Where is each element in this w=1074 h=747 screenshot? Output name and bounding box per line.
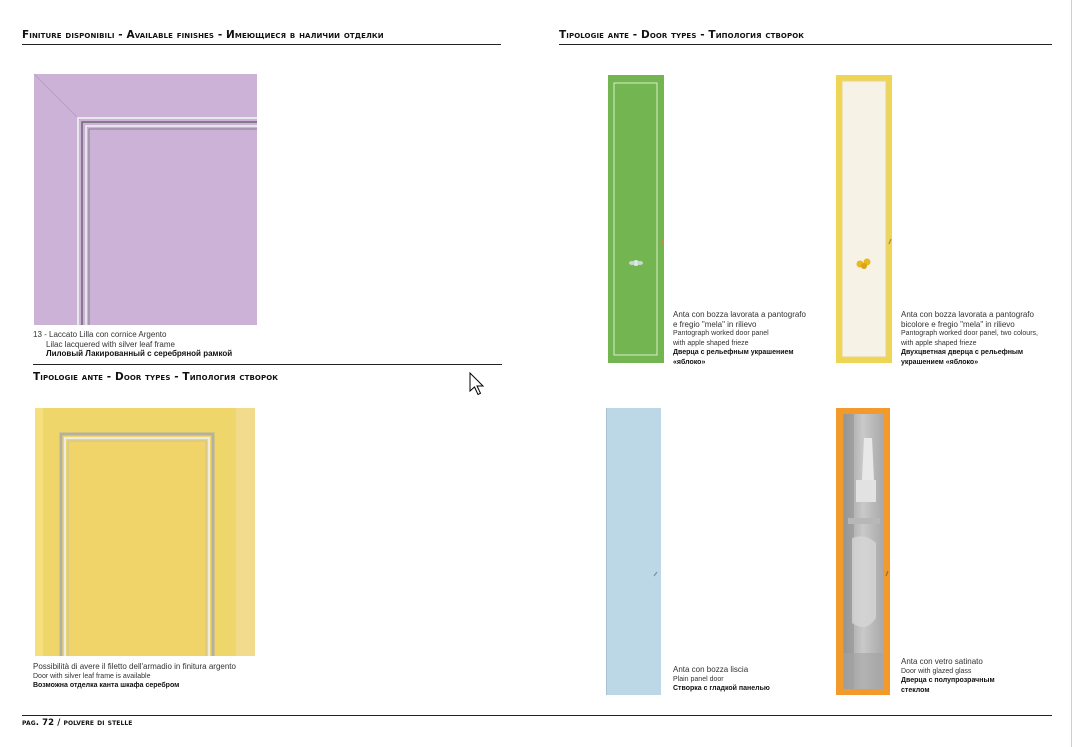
door1-it1: Anta con bozza lavorata a pantografo: [673, 310, 806, 319]
door1-it2: e fregio "mela" in rilievo: [673, 319, 757, 329]
right-section-header: Tipologie ante - Door types - Типология …: [559, 29, 805, 41]
door2-it1: Anta con bozza lavorata a pantografo: [901, 310, 1034, 319]
door1-caption: Anta con bozza lavorata a pantografo e f…: [673, 310, 806, 367]
door4-caption: Anta con vetro satinato Door with glazed…: [901, 657, 995, 695]
mouse-cursor-icon: [469, 372, 485, 396]
finish2-ru: Возможна отделка канта шкафа серебром: [33, 682, 180, 689]
finish1-number: 13 -: [33, 330, 47, 339]
door3-en: Plain panel door: [673, 675, 724, 683]
door2-ru2: украшением «яблоко»: [901, 358, 979, 366]
lilac-finish-swatch: [34, 74, 257, 325]
door-glazed-orange: [836, 408, 890, 695]
door-bicolour-apple: [836, 75, 892, 363]
door1-en2: with apple shaped frieze: [673, 339, 749, 347]
door1-ru1: Дверца с рельефным украшением: [673, 349, 794, 356]
door4-ru1: Дверца с полупрозрачным: [901, 677, 995, 684]
left-section-header: Finiture disponibili - Available finishe…: [22, 29, 384, 41]
footer-rule: [22, 715, 1052, 716]
finish2-caption: Possibilità di avere il filetto dell'arm…: [33, 662, 236, 691]
yellow-finish-swatch: [35, 408, 255, 656]
door2-en1: Pantograph worked door panel, two colour…: [901, 330, 1038, 337]
door2-caption: Anta con bozza lavorata a pantografo bic…: [901, 310, 1038, 367]
door3-it: Anta con bozza liscia: [673, 665, 749, 674]
door1-ru2: «яблоко»: [673, 358, 706, 366]
finish1-en: Lilac lacquered with silver leaf frame: [46, 339, 175, 349]
door-glazed-panel: [843, 414, 889, 689]
left-header-rule: [22, 44, 501, 45]
door1-en1: Pantograph worked door panel: [673, 330, 769, 337]
door-green-apple: [608, 75, 664, 363]
mid-rule: [33, 364, 502, 365]
door-plain-panel: [606, 408, 658, 695]
door-green-panel: [613, 82, 664, 356]
silver-frame-corner: [34, 74, 257, 325]
right-header-rule: [559, 44, 1052, 45]
finish1-ru: Лиловый Лакированный с серебряной рамкой: [46, 349, 233, 358]
page-edge: [1071, 0, 1072, 747]
door-plain-blue: [606, 408, 661, 695]
silver-frame-detail: [35, 408, 255, 656]
door2-it2: bicolore e fregio "mela" in rilievo: [901, 319, 1015, 329]
door3-caption: Anta con bozza liscia Plain panel door С…: [673, 665, 770, 694]
mid-section-header: Tipologie ante - Door types - Типология …: [33, 371, 279, 383]
door2-en2: with apple shaped frieze: [901, 339, 977, 347]
page-footer: pag. 72 / polvere di stelle: [22, 718, 133, 728]
finish1-caption: 13 - Laccato Lilla con cornice Argento L…: [33, 330, 232, 359]
finish2-en: Door with silver leaf frame is available: [33, 672, 151, 680]
door-bicolour-panel: [841, 80, 892, 358]
finish2-it: Possibilità di avere il filetto dell'arm…: [33, 662, 236, 671]
door4-ru2: стеклом: [901, 686, 930, 694]
door2-ru1: Двухцветная дверца с рельефным: [901, 349, 1024, 356]
door4-en: Door with glazed glass: [901, 667, 972, 675]
door3-ru: Створка с гладкой панелью: [673, 685, 770, 692]
finish1-it: Laccato Lilla con cornice Argento: [49, 330, 167, 339]
door4-it: Anta con vetro satinato: [901, 657, 983, 666]
